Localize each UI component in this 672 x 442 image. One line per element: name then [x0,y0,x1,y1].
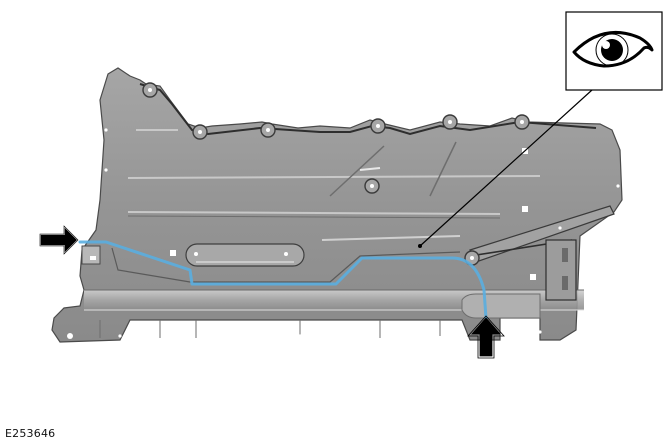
underbody-panel [51,67,623,343]
route-line [78,240,488,320]
eye-view-icon [565,11,663,91]
leader-line [419,89,593,247]
arrow-up-icon [467,315,505,359]
arrow-right-icon [39,224,80,256]
figure-code: E253646 [5,427,56,440]
leader-dot [418,244,422,248]
